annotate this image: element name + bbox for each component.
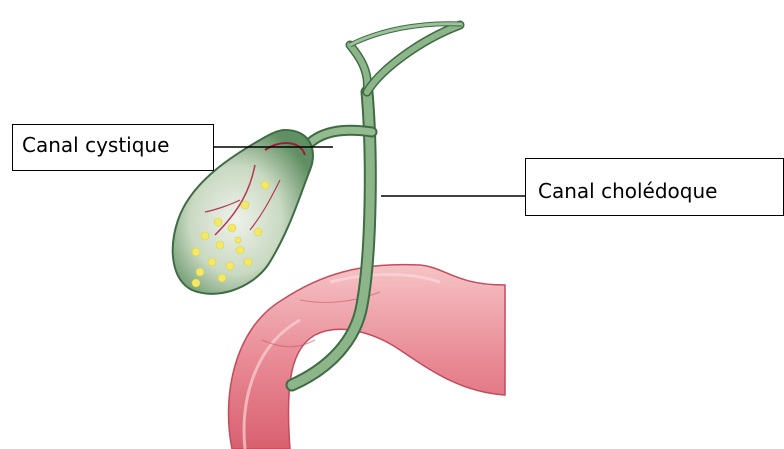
common-bile-duct-label: Canal cholédoque — [525, 158, 784, 216]
gallstone — [236, 246, 244, 254]
gallstone — [228, 224, 236, 232]
gallstone — [218, 274, 226, 282]
cystic-duct — [305, 130, 372, 148]
gallstone — [254, 228, 262, 236]
gallstone — [196, 268, 204, 276]
gallstone — [192, 248, 200, 256]
gallstone — [235, 237, 241, 243]
gallstone — [216, 241, 224, 249]
gallstone — [214, 218, 222, 226]
gallstone — [192, 279, 200, 287]
gallstone — [201, 232, 209, 240]
gallstone — [208, 258, 216, 266]
gallstone — [244, 258, 252, 266]
cystic-duct-label: Canal cystique — [12, 124, 214, 171]
gallstone — [226, 262, 234, 270]
gallstone — [261, 181, 269, 189]
gallstone — [241, 201, 249, 209]
